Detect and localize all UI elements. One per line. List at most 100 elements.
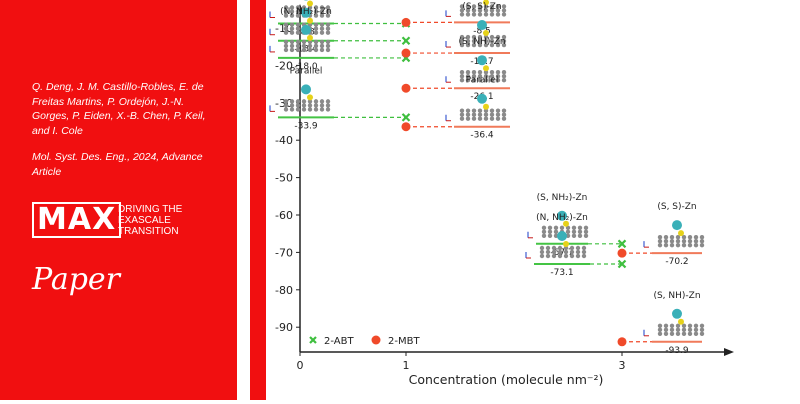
molecule-atom bbox=[477, 20, 487, 31]
zinc-atom bbox=[663, 242, 669, 248]
zinc-atom bbox=[583, 225, 589, 230]
zinc-atom bbox=[325, 107, 331, 112]
abt-data-point bbox=[617, 239, 627, 249]
zinc-atom bbox=[553, 225, 559, 230]
zinc-atom bbox=[675, 331, 681, 336]
zinc-atom bbox=[465, 112, 471, 117]
zinc-atom bbox=[547, 229, 553, 234]
zinc-atom bbox=[465, 34, 471, 40]
zinc-atom bbox=[495, 74, 501, 79]
zinc-atom bbox=[325, 47, 331, 53]
zinc-atom bbox=[319, 47, 325, 53]
zinc-atom bbox=[663, 327, 669, 332]
zinc-atom bbox=[563, 245, 569, 251]
zinc-atom bbox=[295, 30, 301, 35]
zinc-atom bbox=[295, 43, 301, 49]
zinc-atom bbox=[459, 4, 465, 9]
energy-level-value: -33.9 bbox=[294, 121, 318, 131]
zinc-atom bbox=[483, 4, 489, 9]
adsorption-structure-thumbnail bbox=[459, 0, 507, 17]
zinc-atom bbox=[483, 12, 489, 17]
zinc-atom bbox=[675, 234, 681, 240]
zinc-atom bbox=[501, 112, 507, 117]
abt-data-point bbox=[401, 36, 411, 45]
zinc-atom bbox=[307, 47, 313, 53]
zinc-atom bbox=[657, 238, 663, 244]
zinc-atom bbox=[319, 39, 325, 45]
zinc-atom bbox=[575, 249, 581, 255]
configuration-label: Parallel bbox=[290, 66, 323, 76]
zinc-atom bbox=[313, 26, 319, 31]
zinc-atom bbox=[289, 30, 295, 35]
energy-level-value: -73.1 bbox=[550, 268, 573, 278]
zinc-atom bbox=[563, 253, 569, 259]
zinc-atom bbox=[693, 242, 699, 248]
zinc-atom bbox=[483, 8, 489, 13]
zinc-atom bbox=[471, 34, 477, 40]
zinc-atom bbox=[483, 34, 489, 40]
zinc-atom bbox=[687, 331, 693, 336]
zinc-atom bbox=[307, 103, 313, 108]
zinc-atom bbox=[489, 74, 495, 79]
zinc-atom bbox=[295, 99, 301, 104]
zinc-atom bbox=[483, 108, 489, 113]
zinc-atom bbox=[471, 74, 477, 79]
zinc-atom bbox=[283, 47, 289, 53]
zinc-atom bbox=[283, 22, 289, 27]
y-tick-label: -80 bbox=[275, 284, 293, 297]
paper-heading: Paper bbox=[32, 262, 121, 297]
zinc-atom bbox=[477, 12, 483, 17]
zinc-atom bbox=[489, 34, 495, 40]
zinc-atom bbox=[501, 108, 507, 113]
configuration-label: (S, S)-Zn bbox=[462, 2, 501, 12]
zinc-atom bbox=[313, 30, 319, 35]
zinc-atom bbox=[471, 116, 477, 121]
max-logo-mark: MAX bbox=[32, 202, 122, 238]
zinc-atom bbox=[325, 13, 331, 18]
molecule-atom bbox=[477, 55, 487, 66]
zinc-atom bbox=[459, 116, 465, 121]
configuration-label: (S, NH)-Zn bbox=[458, 37, 505, 47]
zinc-atom bbox=[471, 8, 477, 13]
zinc-atom bbox=[553, 229, 559, 234]
zinc-atom bbox=[301, 43, 307, 49]
zinc-atom bbox=[545, 245, 551, 251]
zinc-atom bbox=[459, 112, 465, 117]
zinc-atom bbox=[483, 70, 489, 75]
adsorption-structure-thumbnail bbox=[459, 55, 507, 83]
zinc-atom bbox=[301, 107, 307, 112]
zinc-atom bbox=[471, 112, 477, 117]
zinc-atom bbox=[289, 13, 295, 18]
zinc-atom bbox=[557, 249, 563, 255]
zinc-atom bbox=[313, 43, 319, 49]
zinc-atom bbox=[465, 116, 471, 121]
sulfur-atom bbox=[307, 94, 313, 101]
zinc-atom bbox=[459, 8, 465, 13]
zinc-atom bbox=[283, 99, 289, 104]
zinc-atom bbox=[477, 78, 483, 83]
x-axis-arrow bbox=[724, 348, 734, 356]
zinc-atom bbox=[483, 112, 489, 117]
zinc-atom bbox=[313, 107, 319, 112]
zinc-atom bbox=[471, 42, 477, 48]
zinc-atom bbox=[583, 229, 589, 234]
adsorption-structure-thumbnail bbox=[459, 93, 507, 121]
adsorption-structure-thumbnail bbox=[283, 24, 331, 53]
zinc-atom bbox=[477, 42, 483, 48]
zinc-atom bbox=[569, 253, 575, 259]
zinc-atom bbox=[557, 253, 563, 259]
zinc-atom bbox=[539, 253, 545, 259]
zinc-atom bbox=[301, 39, 307, 45]
zinc-atom bbox=[663, 323, 669, 328]
energy-level-value: -93.9 bbox=[665, 346, 689, 356]
zinc-atom bbox=[571, 229, 577, 234]
zinc-atom bbox=[495, 108, 501, 113]
zinc-atom bbox=[325, 30, 331, 35]
mbt-data-point bbox=[401, 83, 411, 93]
zinc-atom bbox=[465, 74, 471, 79]
sulfur-atom bbox=[307, 34, 313, 41]
y-tick-label: -40 bbox=[275, 134, 293, 147]
zinc-atom bbox=[459, 34, 465, 40]
zinc-atom bbox=[489, 78, 495, 83]
zinc-atom bbox=[295, 39, 301, 45]
